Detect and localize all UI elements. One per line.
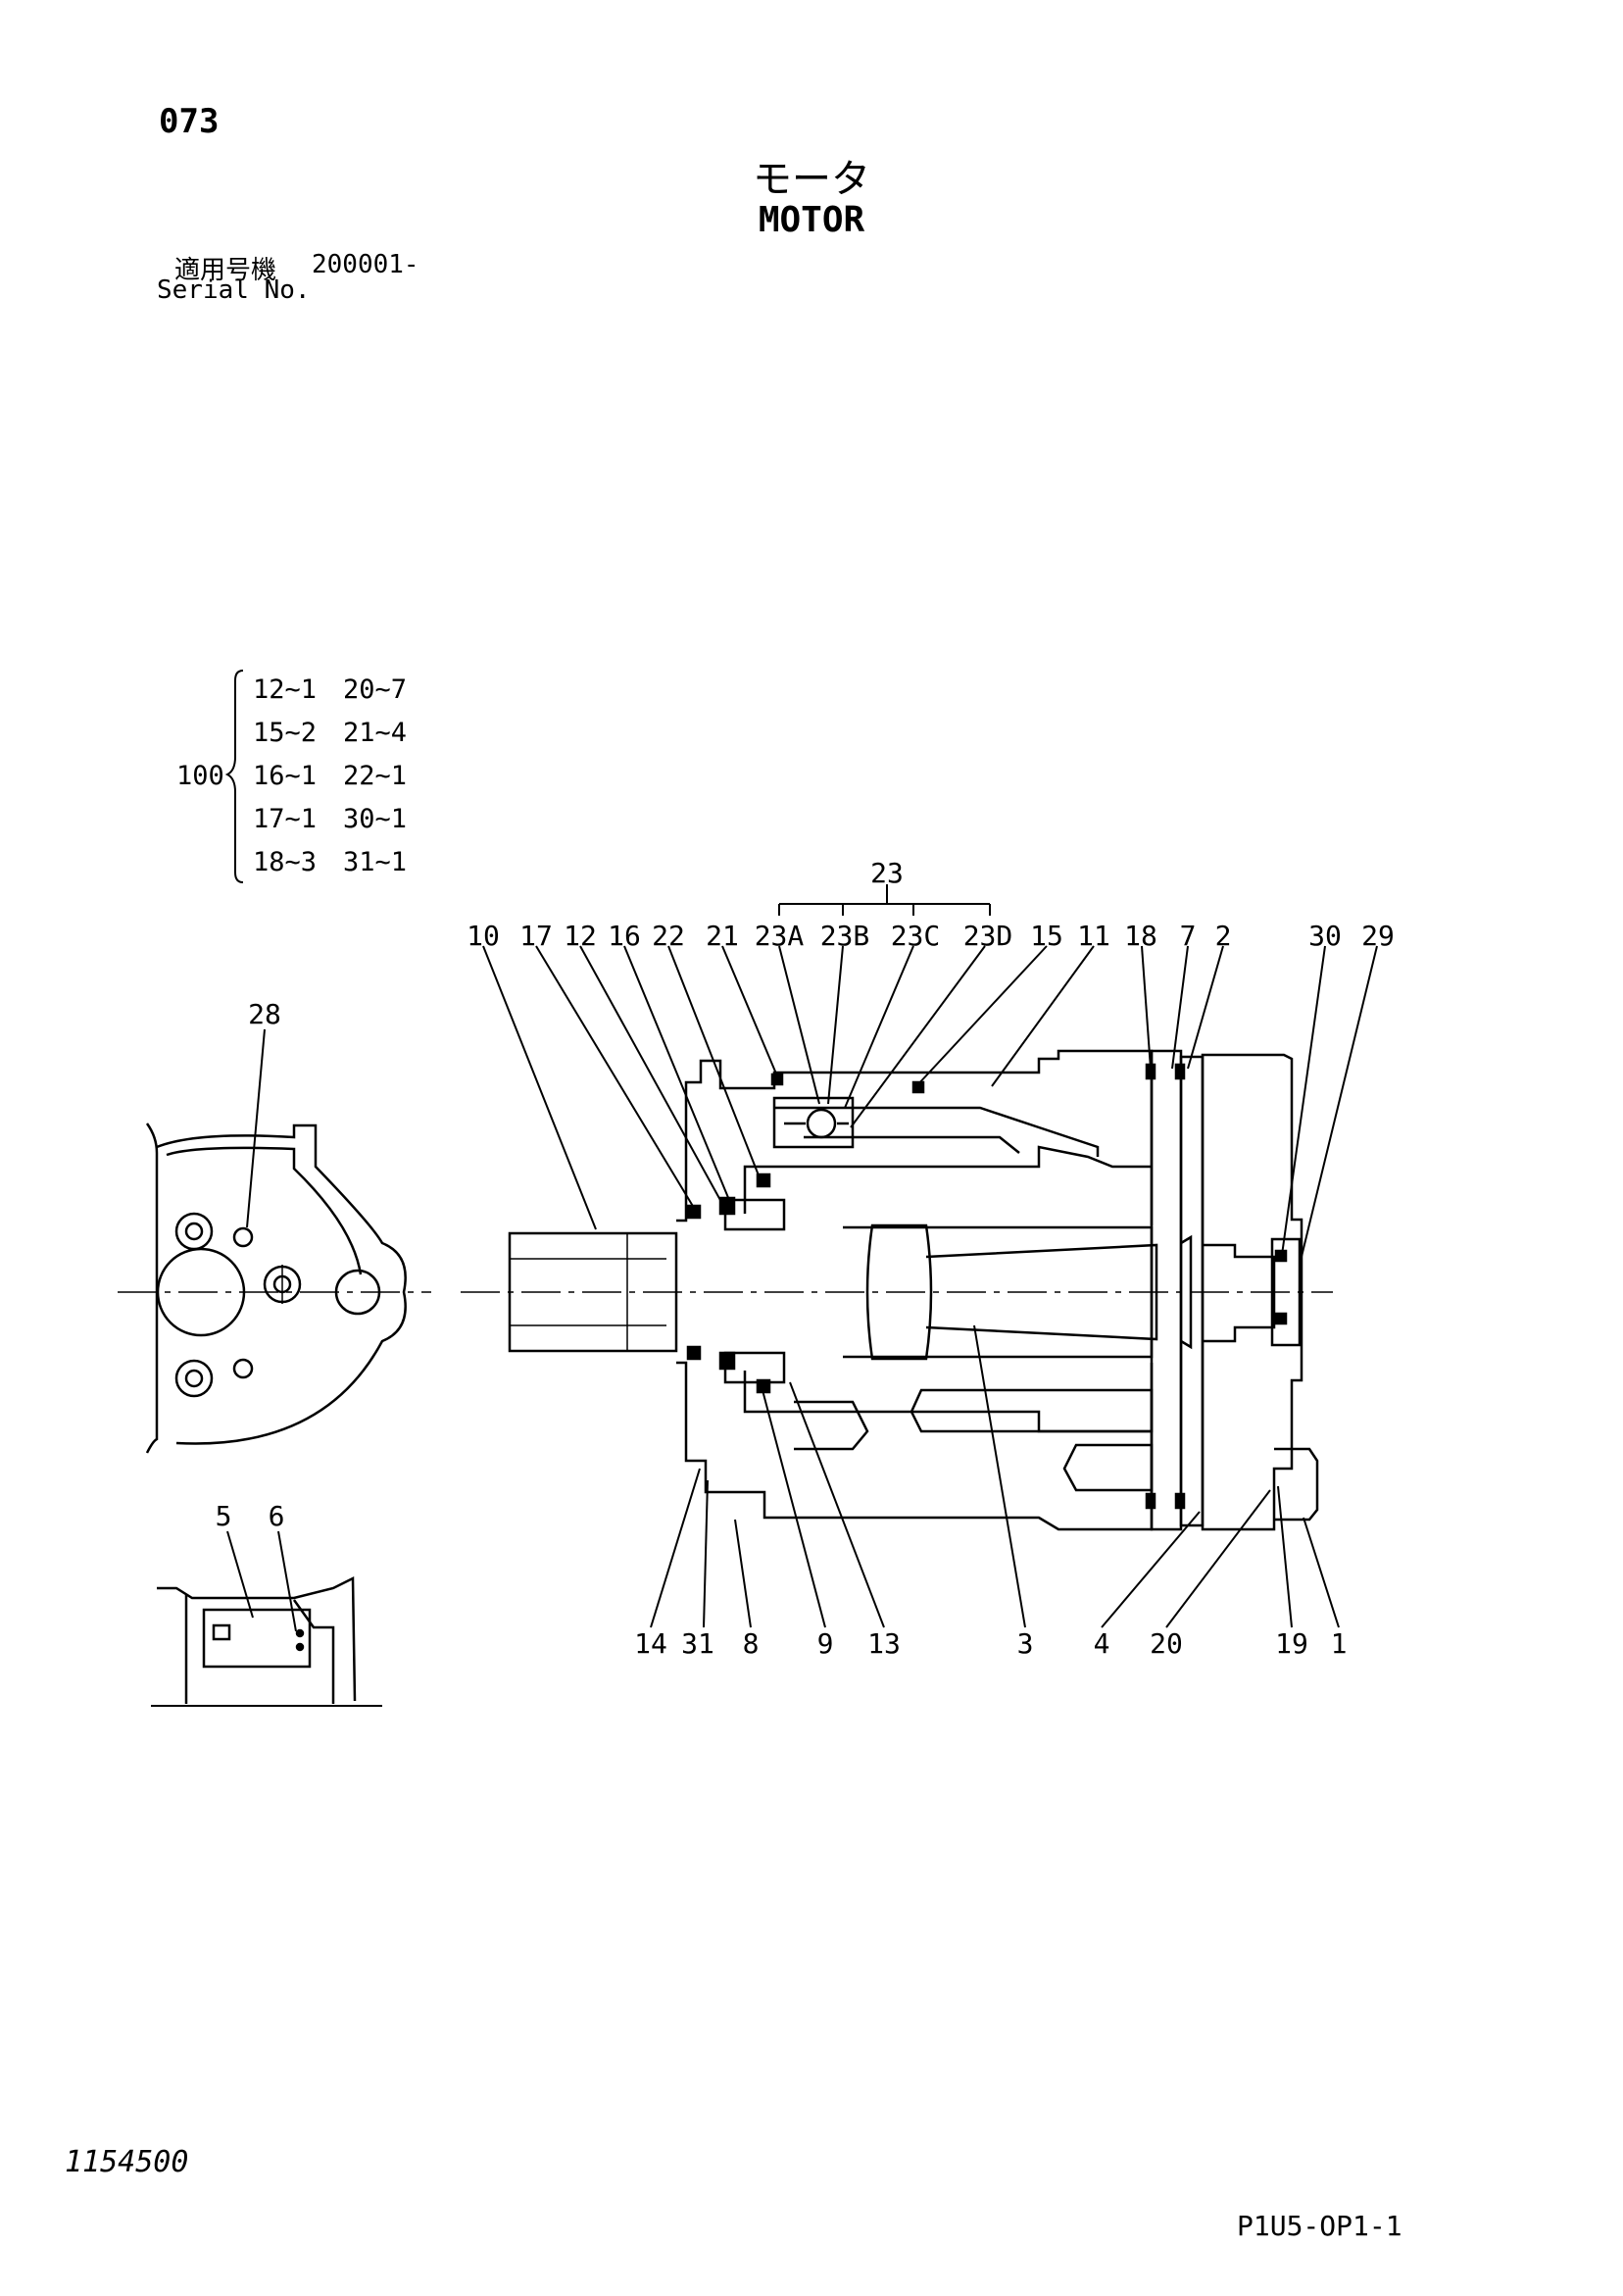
callout-bottom-9: 9 xyxy=(817,1627,834,1660)
name-plate-view xyxy=(151,1575,382,1707)
callout-front-28: 28 xyxy=(248,998,281,1030)
callout-top-22: 22 xyxy=(652,920,685,952)
callout-top-23d: 23D xyxy=(963,920,1013,952)
callout-top-7: 7 xyxy=(1180,920,1197,952)
kit-row-4-right: 30~1 xyxy=(343,804,408,834)
callout-bottom-1: 1 xyxy=(1331,1627,1348,1660)
callout-bottom-13: 13 xyxy=(867,1627,901,1660)
leader-lines xyxy=(226,884,1378,1632)
callout-bottom-20: 20 xyxy=(1150,1627,1183,1660)
title-japanese: モータ xyxy=(753,157,870,202)
kit-row-2-right: 21~4 xyxy=(343,718,408,748)
kit-row-1-left: 12~1 xyxy=(253,674,318,705)
callout-top-11: 11 xyxy=(1077,920,1110,952)
callout-top-10: 10 xyxy=(467,920,500,952)
kit-row-4-left: 17~1 xyxy=(253,804,318,834)
kit-brace xyxy=(224,670,244,883)
drawing-number: 1154500 xyxy=(65,2145,189,2179)
callout-plate-5: 5 xyxy=(216,1500,232,1532)
sheet-code: P1U5-OP1-1 xyxy=(1237,2210,1402,2242)
callout-top-18: 18 xyxy=(1124,920,1157,952)
kit-row-3-right: 22~1 xyxy=(343,761,408,791)
kit-row-2-left: 15~2 xyxy=(253,718,318,748)
callout-top-15: 15 xyxy=(1030,920,1063,952)
callout-top-30: 30 xyxy=(1308,920,1342,952)
callout-bottom-19: 19 xyxy=(1275,1627,1308,1660)
callout-labels: 23 10 17 12 16 22 21 23A 23B 23C 23D 15 … xyxy=(216,857,1395,1660)
callout-bottom-31: 31 xyxy=(681,1627,714,1660)
serial-value: 200001- xyxy=(312,250,419,279)
kit-row-1-right: 20~7 xyxy=(343,674,408,705)
callout-group-23: 23 xyxy=(870,857,904,889)
kit-row-5-right: 31~1 xyxy=(343,847,408,877)
callout-bottom-4: 4 xyxy=(1094,1627,1110,1660)
callout-top-23a: 23A xyxy=(755,920,805,952)
callout-top-16: 16 xyxy=(608,920,641,952)
callout-top-12: 12 xyxy=(564,920,597,952)
callout-top-21: 21 xyxy=(706,920,739,952)
callout-bottom-3: 3 xyxy=(1017,1627,1034,1660)
kit-row-5-left: 18~3 xyxy=(253,847,318,877)
callout-top-2: 2 xyxy=(1215,920,1232,952)
serial-label-japanese: 適用号機 xyxy=(174,256,277,285)
callout-top-17: 17 xyxy=(519,920,553,952)
sectional-view xyxy=(461,1049,1333,1531)
title-english: MOTOR xyxy=(758,200,865,240)
kit-row-3-left: 16~1 xyxy=(253,761,318,791)
page-number: 073 xyxy=(159,102,220,141)
kit-id: 100 xyxy=(176,761,224,791)
callout-bottom-8: 8 xyxy=(743,1627,760,1660)
front-view xyxy=(118,1123,431,1454)
callout-plate-6: 6 xyxy=(269,1500,285,1532)
callout-top-23b: 23B xyxy=(820,920,870,952)
callout-top-23c: 23C xyxy=(891,920,941,952)
callout-top-29: 29 xyxy=(1361,920,1395,952)
callout-bottom-14: 14 xyxy=(634,1627,667,1660)
serial-label-english: Serial No. xyxy=(157,275,311,305)
